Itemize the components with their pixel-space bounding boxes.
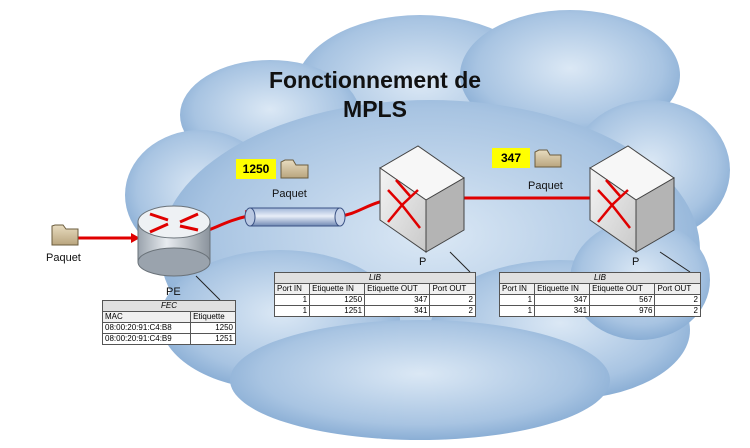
lib1-cell: 347	[364, 294, 431, 306]
label-badge-1250: 1250	[236, 159, 276, 179]
lib2-cell: 2	[654, 305, 701, 317]
lib2-header-etiquette-in: Etiquette IN	[534, 283, 591, 295]
lib1-cell: 2	[429, 305, 476, 317]
fec-cell: 1251	[190, 333, 236, 345]
tunnel-icon	[244, 207, 346, 227]
folder-icon	[534, 149, 562, 168]
fec-caption: FEC	[102, 300, 236, 312]
table-row: 1 1251 341 2	[273, 305, 476, 317]
table-row: 08:00:20:91:C4:B9 1251	[101, 333, 236, 345]
folder-icon	[280, 159, 309, 179]
lib1-header-port-out: Port OUT	[429, 283, 476, 295]
p-label-1: P	[419, 256, 427, 268]
lib2-cell: 1	[498, 305, 536, 317]
switch-icon	[589, 145, 675, 253]
fec-table: FEC MAC Etiquette 08:00:20:91:C4:B8 1250…	[101, 300, 236, 345]
lib2-header-port-out: Port OUT	[654, 283, 701, 295]
fec-header-etiquette: Etiquette	[190, 311, 236, 323]
title-line-2: MPLS	[343, 96, 407, 122]
lib-table-1: LIB Port IN Etiquette IN Etiquette OUT P…	[273, 272, 476, 317]
arrow-head-1	[131, 233, 140, 243]
p-label-2: P	[632, 256, 640, 268]
switch-icon	[379, 145, 465, 253]
folder-icon	[51, 224, 79, 246]
title-line-1: Fonctionnement de	[268, 67, 482, 93]
lib1-cell: 1250	[309, 294, 366, 306]
fec-header-mac: MAC	[101, 311, 192, 323]
paquet-label-left: Paquet	[46, 252, 81, 264]
table-row: 1 1250 347 2	[273, 294, 476, 306]
lib1-cell: 1	[273, 294, 311, 306]
lib1-header-etiquette-in: Etiquette IN	[309, 283, 366, 295]
lib1-header-port-in: Port IN	[273, 283, 311, 295]
lib1-cell: 2	[429, 294, 476, 306]
lib2-cell: 1	[498, 294, 536, 306]
paquet-label-middle: Paquet	[272, 188, 307, 200]
lib1-cell: 1251	[309, 305, 366, 317]
table-row: 1 341 976 2	[498, 305, 701, 317]
fec-cell: 1250	[190, 322, 236, 334]
lib2-caption: LIB	[499, 272, 701, 284]
lib2-cell: 976	[589, 305, 656, 317]
lib2-cell: 347	[534, 294, 591, 306]
table-row: 1 347 567 2	[498, 294, 701, 306]
paquet-label-right: Paquet	[528, 180, 563, 192]
table-row: 08:00:20:91:C4:B8 1250	[101, 322, 236, 334]
diagram-title: Fonctionnement de MPLS	[230, 66, 520, 124]
lib-table-2: LIB Port IN Etiquette IN Etiquette OUT P…	[498, 272, 701, 317]
lib1-cell: 1	[273, 305, 311, 317]
fec-cell: 08:00:20:91:C4:B8	[101, 322, 192, 334]
lib2-header-port-in: Port IN	[498, 283, 536, 295]
label-badge-347: 347	[492, 148, 530, 168]
lib2-cell: 567	[589, 294, 656, 306]
pe-label: PE	[166, 286, 181, 298]
lib1-cell: 341	[364, 305, 431, 317]
lib2-header-etiquette-out: Etiquette OUT	[589, 283, 656, 295]
lib2-cell: 2	[654, 294, 701, 306]
lib1-header-etiquette-out: Etiquette OUT	[364, 283, 431, 295]
router-icon	[137, 205, 211, 277]
table-connectors	[195, 251, 691, 301]
lib2-cell: 341	[534, 305, 591, 317]
lib1-caption: LIB	[274, 272, 476, 284]
fec-cell: 08:00:20:91:C4:B9	[101, 333, 192, 345]
